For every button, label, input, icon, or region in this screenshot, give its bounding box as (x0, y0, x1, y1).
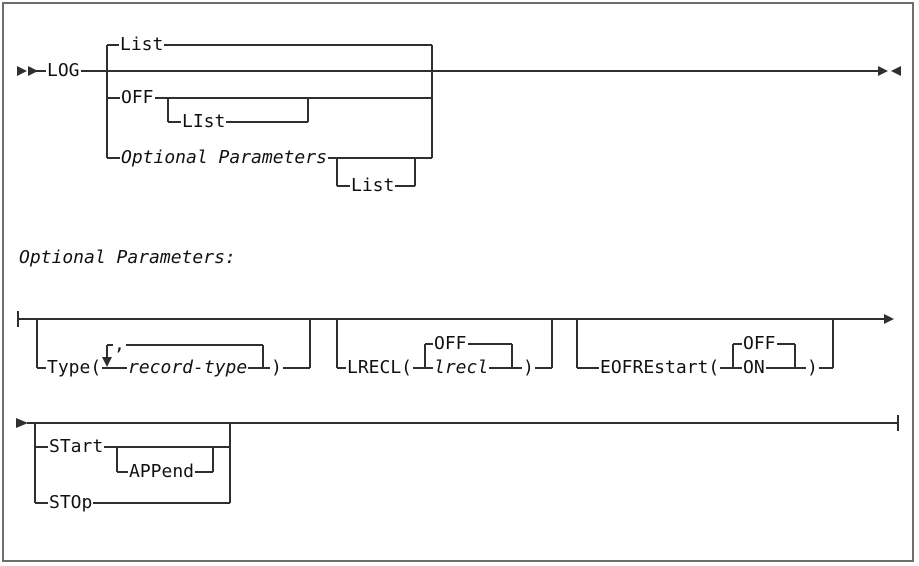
statement-end-icon (891, 66, 901, 76)
keyword-start: STart (48, 436, 105, 457)
repeat-separator-comma: , (113, 334, 126, 355)
repeat-arrow-icon (102, 357, 112, 367)
row-continue-arrow-icon (884, 314, 894, 324)
type-close-paren: ) (270, 357, 283, 378)
statement-start-icon (28, 66, 38, 76)
variable-record-type: record-type (127, 357, 249, 378)
lrecl-close-paren: ) (522, 357, 535, 378)
keyword-list-after-fragment: List (350, 175, 396, 196)
keyword-type-open: Type( (46, 357, 103, 378)
keyword-stop: STOp (48, 492, 94, 513)
row-start-arrow-icon (16, 418, 28, 428)
keyword-eofrestart-off: OFF (742, 333, 777, 354)
fragment-title: Optional Parameters: (18, 247, 237, 268)
start-stop-rail (16, 415, 899, 504)
keyword-log: LOG (46, 60, 81, 81)
eofrestart-close-paren: ) (806, 357, 819, 378)
statement-end-icon (878, 66, 888, 76)
fragment-reference-optional-parameters: Optional Parameters (120, 147, 328, 168)
keyword-eofrestart-on: ON (742, 357, 766, 378)
keyword-list-default: List (119, 34, 165, 55)
keyword-lrecl-open: LRECL( (346, 357, 414, 378)
variable-lrecl: lrecl (433, 357, 490, 378)
keyword-eofrestart-open: EOFREstart( (599, 357, 721, 378)
keyword-append: APPend (128, 461, 196, 482)
keyword-off: OFF (120, 87, 155, 108)
statement-start-icon (17, 66, 27, 76)
keyword-lrecl-off: OFF (433, 333, 468, 354)
keyword-list-after-off: LIst (181, 111, 227, 132)
